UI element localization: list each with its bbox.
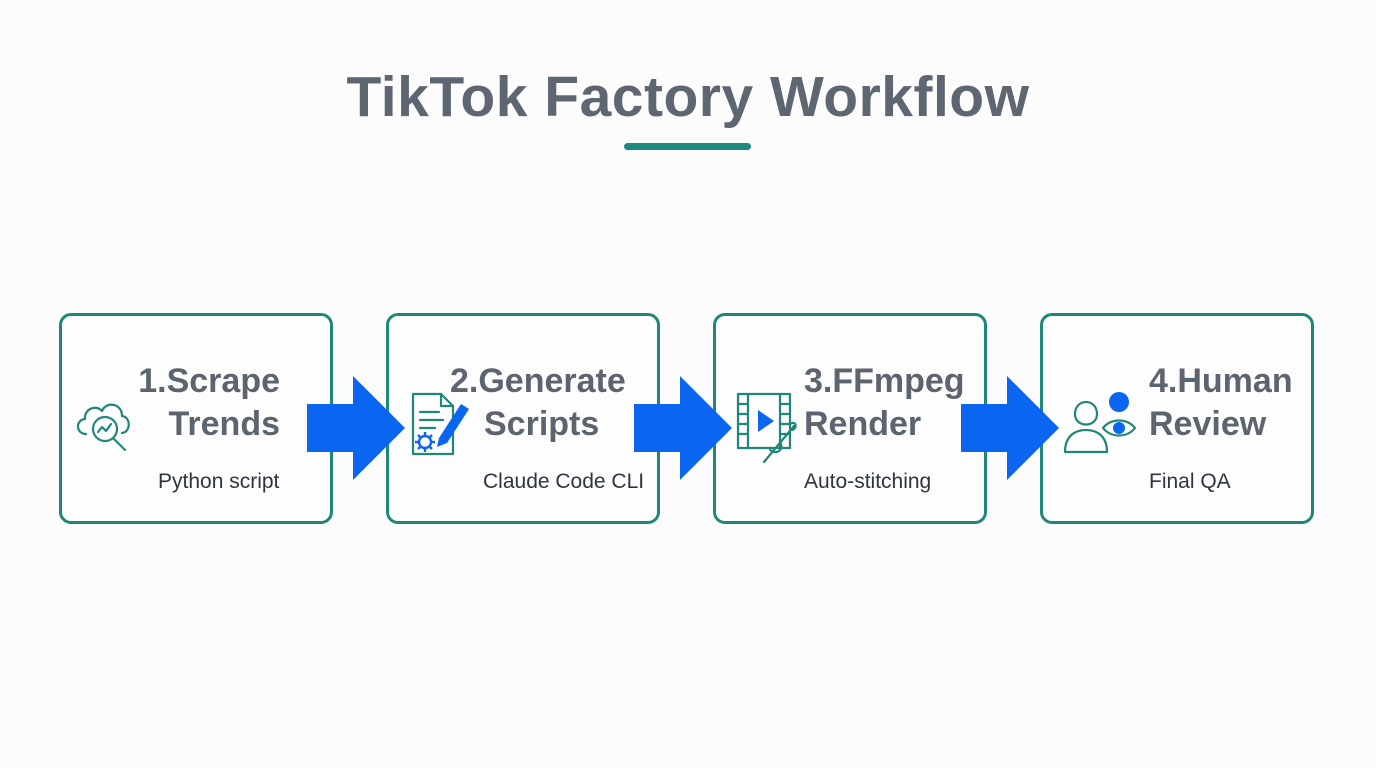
step-title: 2.Generate Scripts [450, 360, 626, 446]
step-title: 1.Scrape Trends [128, 360, 280, 446]
step-subtitle: Auto-stitching [804, 470, 932, 493]
step-title-line2: Trends [168, 405, 280, 443]
step-card-generate: 2.Generate Scripts Claude Code CLI [386, 313, 660, 524]
step-subtitle: Final QA [1149, 470, 1231, 493]
page-title: TikTok Factory Workflow [346, 65, 1030, 129]
step-subtitle: Claude Code CLI [483, 470, 645, 493]
step-card-review: 4.Human Review Final QA [1040, 313, 1314, 524]
step-card-scrape: 1.Scrape Trends Python script [59, 313, 333, 524]
step-card-render: 3.FFmpeg Render Auto-stitching [713, 313, 987, 524]
cloud-search-icon [74, 392, 136, 463]
step-title-line1: 3.FFmpeg [804, 362, 965, 400]
film-play-needle-icon [734, 390, 800, 471]
step-subtitle: Python script [158, 470, 280, 493]
step-title-line1: 1.Scrape [138, 362, 280, 400]
arrow-right-icon [634, 376, 734, 485]
arrow-right-icon [307, 376, 407, 485]
step-title-line2: Scripts [484, 405, 600, 443]
title-underline [624, 143, 751, 150]
document-pen-gear-icon [409, 390, 473, 465]
arrow-right-icon [961, 376, 1061, 485]
step-title-line1: 4.Human [1149, 362, 1293, 400]
step-title-line2: Render [804, 405, 922, 443]
step-title: 3.FFmpeg Render [804, 360, 965, 446]
person-eye-icon [1061, 390, 1141, 461]
step-title-line2: Review [1149, 405, 1267, 443]
step-title: 4.Human Review [1149, 360, 1293, 446]
step-title-line1: 2.Generate [450, 362, 626, 400]
